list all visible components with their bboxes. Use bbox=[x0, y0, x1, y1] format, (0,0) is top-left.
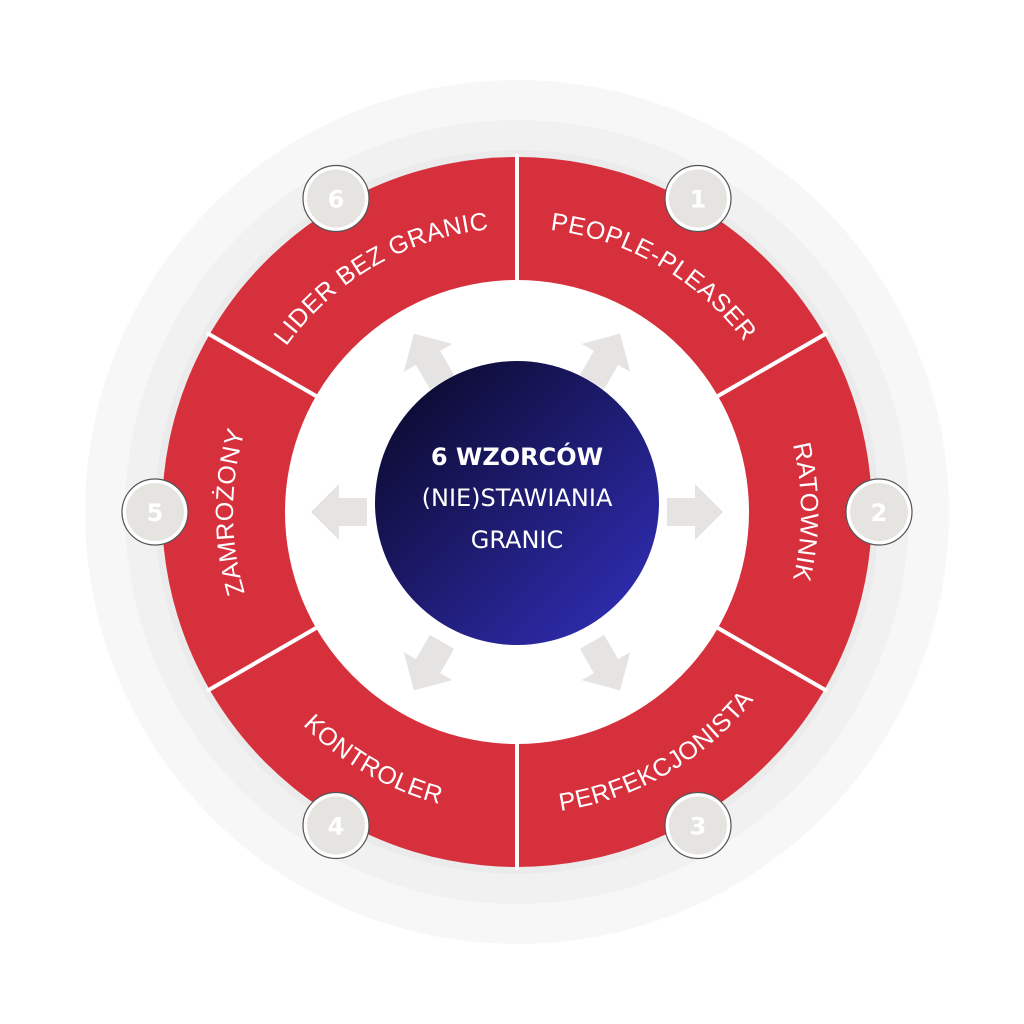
segment-divider bbox=[715, 331, 829, 399]
center-title-line2: (NIE)STAWIANIA bbox=[422, 484, 613, 512]
badge-number: 3 bbox=[690, 813, 707, 841]
segment-divider bbox=[715, 625, 829, 693]
number-badge-2: 2 bbox=[845, 478, 913, 546]
arrow-icon bbox=[311, 484, 367, 540]
badge-number: 1 bbox=[690, 185, 707, 213]
arrow-icon bbox=[403, 333, 455, 390]
number-badge-3: 3 bbox=[664, 791, 732, 860]
arrow-icon bbox=[579, 333, 631, 390]
number-badge-5: 5 bbox=[121, 478, 189, 546]
segment-dividers bbox=[205, 154, 829, 870]
badge-number: 2 bbox=[871, 499, 888, 527]
badge-number: 6 bbox=[328, 185, 345, 213]
center-title-line1: 6 WZORCÓW bbox=[431, 441, 603, 471]
arrow-icon bbox=[667, 484, 723, 540]
arrows bbox=[311, 333, 723, 691]
number-badges: 1 2 3 4 5 6 bbox=[121, 164, 913, 860]
number-badge-4: 4 bbox=[302, 791, 370, 860]
number-badge-1: 1 bbox=[664, 164, 732, 233]
segment-divider bbox=[205, 625, 319, 693]
number-badge-6: 6 bbox=[302, 164, 370, 233]
center-circle bbox=[375, 361, 659, 645]
segment-divider bbox=[205, 331, 319, 399]
arrow-icon bbox=[403, 634, 455, 691]
badge-number: 4 bbox=[328, 813, 345, 841]
arrow-icon bbox=[579, 634, 631, 691]
center-title-line3: GRANIC bbox=[471, 526, 564, 554]
badge-number: 5 bbox=[147, 499, 164, 527]
